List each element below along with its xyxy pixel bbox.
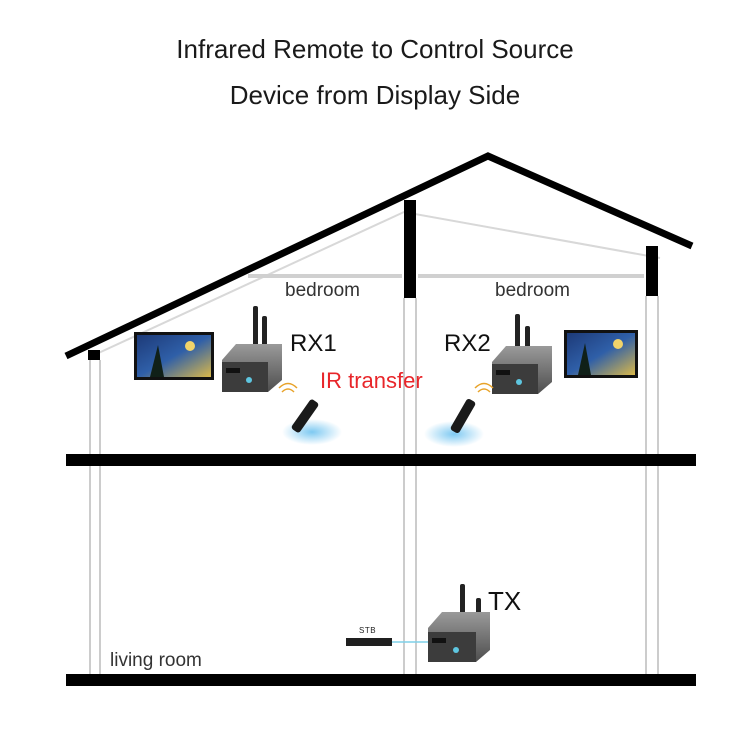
ground-floor (66, 674, 696, 686)
roof (64, 152, 694, 360)
tx-device (428, 584, 490, 662)
title-line-2: Device from Display Side (229, 80, 521, 110)
rx1-device (222, 306, 282, 392)
living-room-label: living room (110, 650, 202, 671)
walls (88, 200, 659, 674)
bedroom-label-left: bedroom (285, 280, 360, 301)
tv-right (564, 330, 638, 378)
ir-transfer-label: IR transfer (320, 368, 423, 393)
tx-label: TX (488, 586, 522, 616)
rx1-label: RX1 (290, 330, 337, 357)
remote-left (278, 382, 342, 445)
rx2-device (492, 314, 552, 394)
rx2-label: RX2 (444, 330, 491, 357)
stb-label: STB (359, 626, 377, 635)
title-line-1: Infrared Remote to Control Source (176, 34, 574, 64)
stb-device (346, 638, 428, 646)
bedroom-label-right: bedroom (495, 280, 570, 301)
remote-right (424, 382, 494, 447)
upper-floor (66, 454, 696, 466)
tv-left (134, 332, 214, 380)
